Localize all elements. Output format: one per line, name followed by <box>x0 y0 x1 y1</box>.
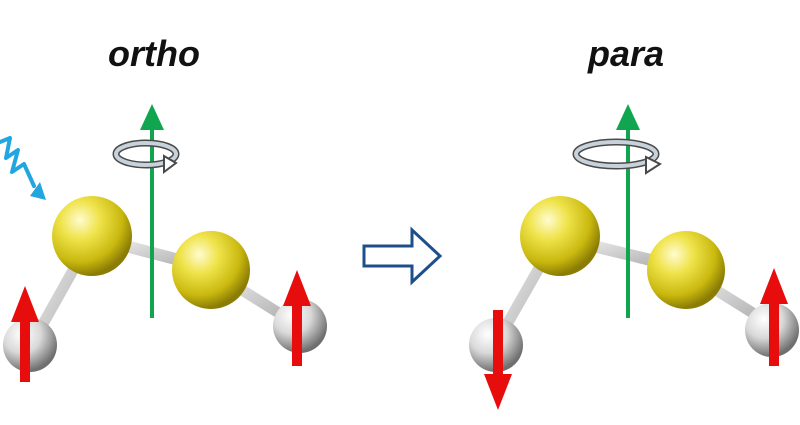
spin-down-arrow-icon <box>484 310 512 410</box>
photon-arrowhead-icon <box>30 182 46 200</box>
sulfur-atom-left <box>52 196 132 276</box>
sulfur-atom-right <box>172 231 250 309</box>
rotation-ring-icon <box>112 139 180 174</box>
spin-up-arrow-icon <box>760 268 788 366</box>
spin-up-arrow-icon <box>11 286 39 382</box>
photon-wave-icon <box>0 136 36 188</box>
rotation-ring-icon <box>572 138 663 175</box>
sulfur-atom-right <box>647 231 725 309</box>
spin-up-arrow-icon <box>283 270 311 366</box>
rotation-axis-arrowhead-icon <box>140 104 164 130</box>
ortho-label: ortho <box>108 33 200 74</box>
ortho-molecule <box>0 104 327 382</box>
rotation-axis-arrowhead-icon <box>616 104 640 130</box>
sulfur-atom-left <box>520 196 600 276</box>
para-label: para <box>588 33 665 74</box>
para-molecule <box>469 104 799 410</box>
transition-arrow-icon <box>362 226 443 286</box>
